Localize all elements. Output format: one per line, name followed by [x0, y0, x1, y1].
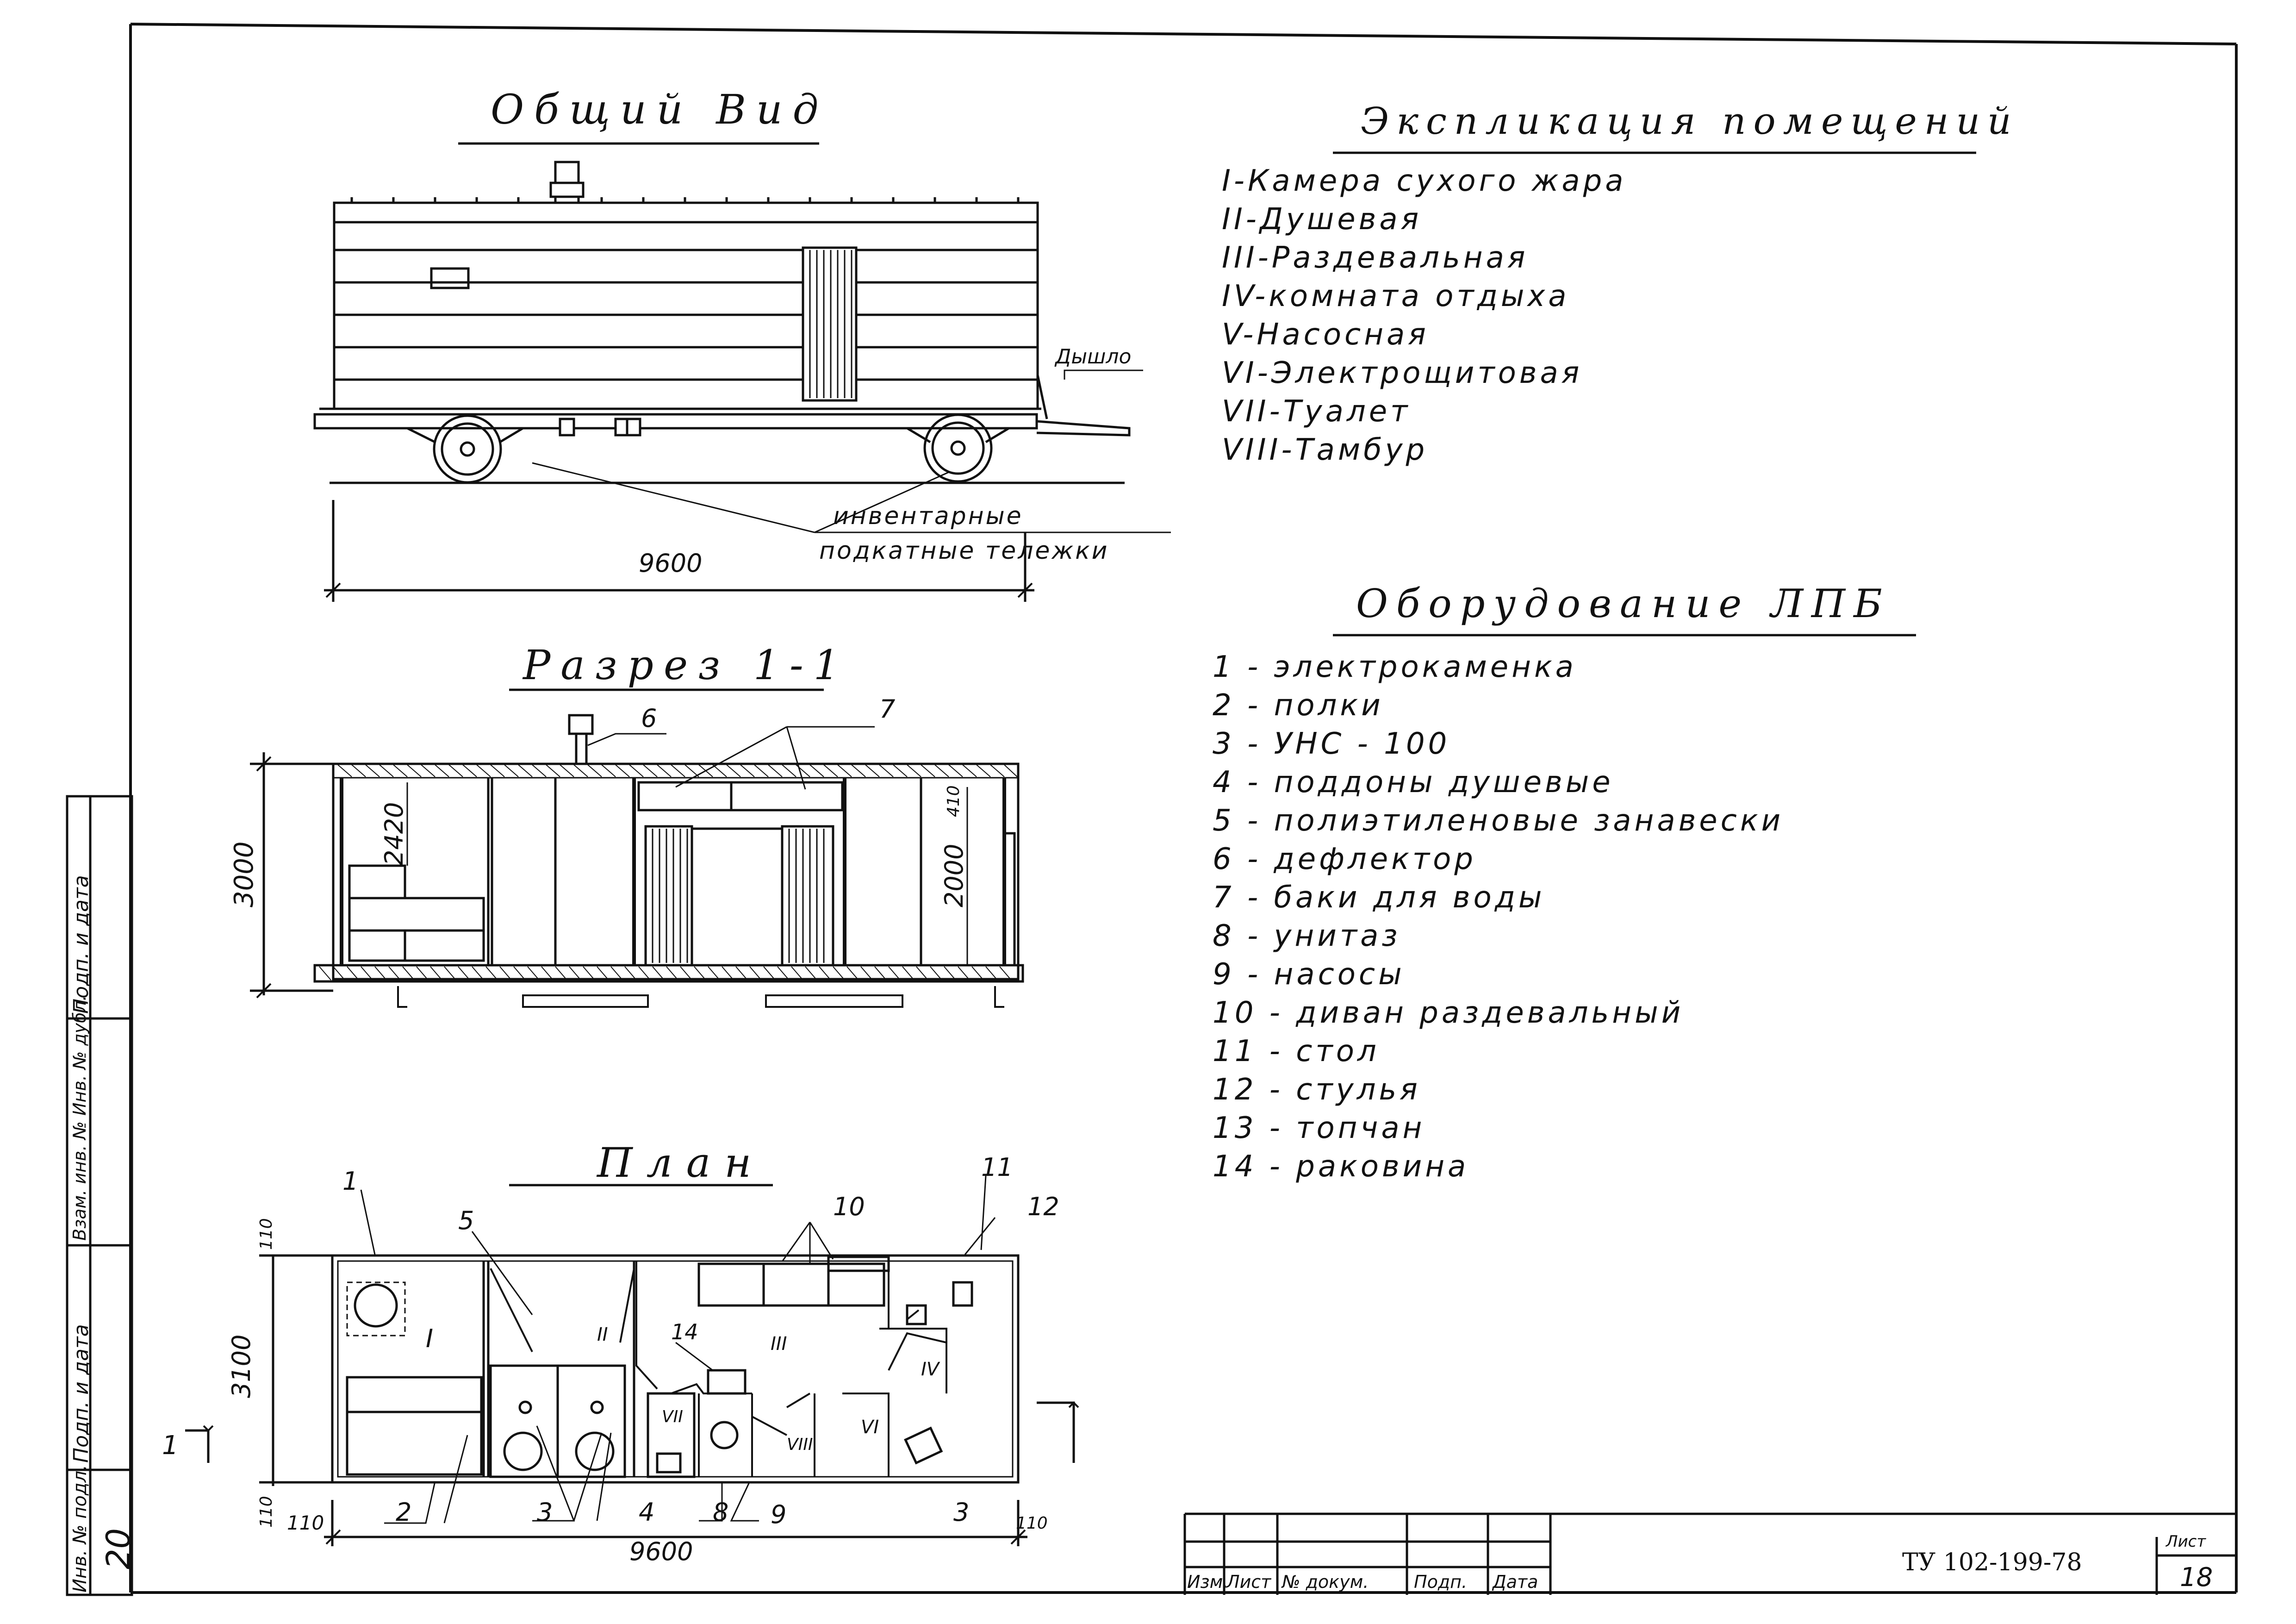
equipment-item: 2 - полки: [1213, 688, 1384, 723]
section-mark-left: 1: [162, 1430, 179, 1461]
section-height-inner: 2420: [380, 802, 409, 866]
plan-callout-11: 11: [981, 1153, 1013, 1182]
rooms-list: I-Камера сухого жара II-Душевая III-Разд…: [1222, 162, 1626, 469]
plan-callout-12: 12: [1027, 1192, 1059, 1221]
tb-header-sign: Подп.: [1414, 1572, 1468, 1592]
room-item: II-Душевая: [1222, 202, 1422, 237]
drawbar-label: Дышло: [1055, 345, 1132, 369]
length-dim-general: 9600: [639, 549, 703, 578]
plan-callout-1: 1: [342, 1167, 359, 1196]
plan-room-3: III: [771, 1333, 787, 1355]
section-callout-7: 7: [879, 694, 896, 724]
trolley-label-1: инвентарные: [833, 502, 1023, 530]
title-block-grid: [1183, 1512, 2236, 1595]
equipment-item: 6 - дефлектор: [1213, 842, 1476, 876]
general-view-drawing: [313, 161, 1171, 602]
equipment-item: 9 - насосы: [1213, 957, 1405, 992]
tb-header-doc-no: № докум.: [1282, 1572, 1369, 1592]
equipment-item: 11 - стол: [1213, 1034, 1380, 1068]
section-dim-top: 410: [944, 785, 963, 817]
section-drawing: [250, 714, 1024, 1008]
equipment-item: 13 - топчан: [1213, 1111, 1425, 1145]
plan-callout-3b: 3: [953, 1498, 970, 1527]
room-item: VIII-Тамбур: [1222, 433, 1428, 467]
tb-header-sheet: Лист: [1226, 1572, 1271, 1592]
side-stamp-replace: Взам. инв. № Инв. № дубл.: [69, 995, 90, 1241]
side-stamp-sign-date-1: Подп. и дата: [69, 1324, 93, 1463]
room-item: VII-Туалет: [1222, 394, 1411, 429]
equipment-item: 14 - раковина: [1213, 1149, 1469, 1184]
equipment-item: 10 - диван раздевальный: [1213, 996, 1684, 1030]
room-item: V-Насосная: [1222, 318, 1429, 352]
plan-drawing: [185, 1175, 1079, 1546]
side-stamp-grid: [66, 795, 133, 1596]
plan-bottom-wall-dim: 110: [257, 1496, 276, 1528]
side-stamp-inv-value: 20: [100, 1528, 137, 1569]
section-callout-6: 6: [641, 704, 657, 733]
plan-length-dim: 9600: [629, 1537, 693, 1566]
plan-callout-9: 9: [771, 1500, 787, 1529]
section-height-door: 2000: [940, 843, 969, 907]
plan-callout-4: 4: [639, 1498, 655, 1527]
section-height-total: 3000: [229, 841, 259, 907]
section-title: Разрез 1-1: [523, 641, 850, 689]
room-item: VI-Электрощитовая: [1222, 356, 1583, 390]
plan-callout-8: 8: [713, 1498, 729, 1527]
equipment-item: 4 - поддоны душевые: [1213, 765, 1614, 800]
tb-header-date: Дата: [1493, 1572, 1538, 1592]
equipment-item: 5 - полиэтиленовые занавески: [1213, 804, 1784, 838]
tb-sheet-label: Лист: [2166, 1532, 2206, 1551]
equipment-item: 8 - унитаз: [1213, 919, 1401, 953]
equipment-item: 3 - УНС - 100: [1213, 727, 1450, 761]
plan-width-dim: 3100: [227, 1334, 256, 1398]
room-item: III-Раздевальная: [1222, 241, 1529, 275]
equipment-item: 12 - стулья: [1213, 1073, 1421, 1107]
plan-room-2: II: [597, 1324, 608, 1345]
plan-title: План: [597, 1139, 765, 1187]
side-stamp-sign-date-2: Подп. и дата: [69, 875, 93, 1014]
plan-room-8: VIII: [787, 1435, 813, 1454]
plan-left-wall-dim: 110: [287, 1512, 324, 1534]
tb-sheet-number: 18: [2180, 1562, 2213, 1593]
plan-callout-3: 3: [537, 1498, 553, 1527]
side-stamp-inv-no: Инв. № подл.: [69, 1465, 91, 1593]
plan-callout-14: 14: [671, 1319, 698, 1344]
plan-room-4: IV: [921, 1359, 940, 1380]
tb-header-change: Изм.: [1187, 1572, 1229, 1592]
equipment-title: Оборудование ЛПБ: [1356, 581, 1891, 626]
equipment-item: 7 - баки для воды: [1213, 881, 1545, 915]
room-item: IV-комната отдыха: [1222, 279, 1570, 313]
tb-doc-code: ТУ 102-199-78: [1902, 1549, 2082, 1576]
plan-room-6: VI: [861, 1417, 879, 1438]
frame-top: [130, 23, 2237, 45]
trolley-label-2: подкатные тележки: [819, 537, 1109, 565]
plan-top-wall-dim: 110: [257, 1218, 276, 1250]
plan-room-7: VII: [662, 1407, 683, 1426]
plan-callout-2: 2: [396, 1498, 412, 1527]
general-view-title: Общий Вид: [491, 86, 829, 133]
plan-room-1: I: [426, 1324, 433, 1353]
rooms-explication-title: Экспликация помещений: [1361, 100, 2019, 143]
plan-callout-5: 5: [458, 1206, 474, 1235]
equipment-list: 1 - электрокаменка 2 - полки 3 - УНС - 1…: [1213, 648, 1784, 1186]
equipment-item: 1 - электрокаменка: [1213, 650, 1577, 684]
plan-callout-10: 10: [833, 1192, 865, 1221]
room-item: I-Камера сухого жара: [1222, 164, 1627, 198]
plan-right-wall-dim: 110: [1016, 1514, 1048, 1533]
